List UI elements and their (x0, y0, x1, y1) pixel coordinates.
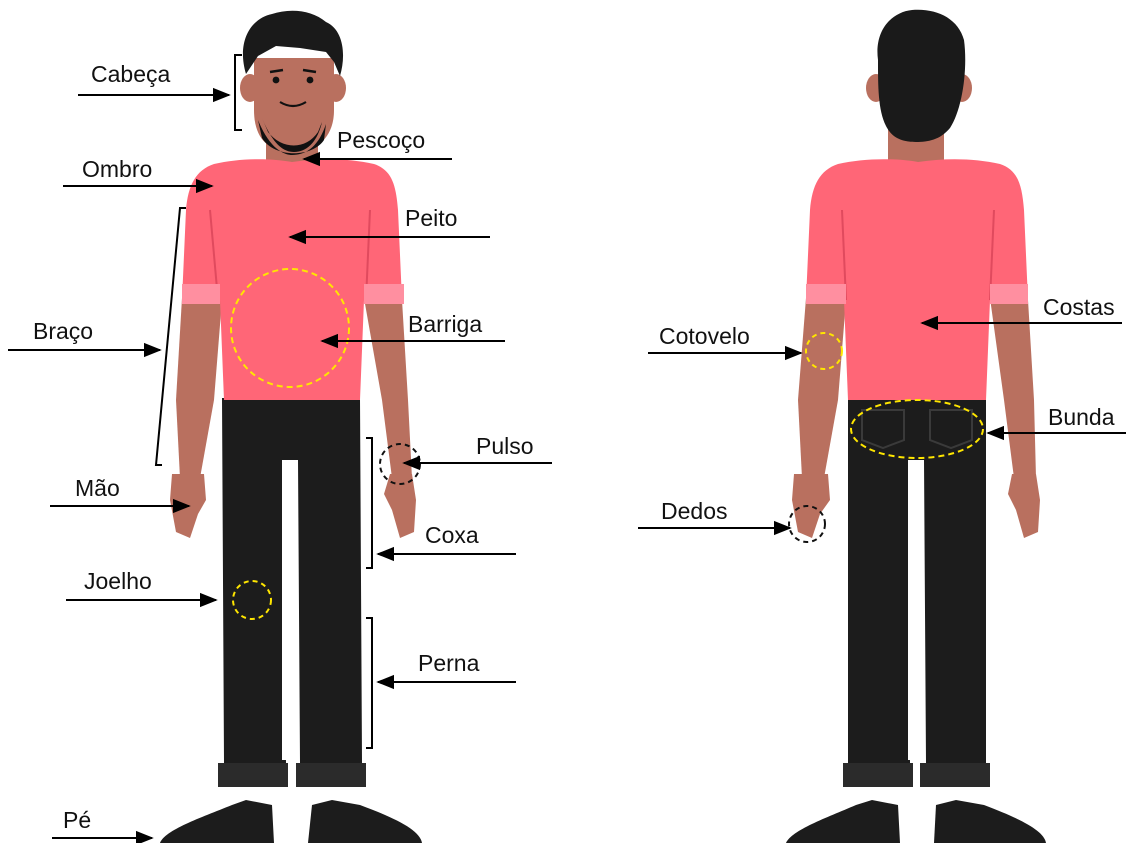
front-right-cuff (296, 763, 366, 787)
label-fingers: Dedos (661, 500, 727, 523)
label-neck: Pescoço (337, 129, 425, 152)
back-left-shoe (786, 800, 900, 843)
back-left-sleeve-cuff (806, 284, 846, 304)
back-right-sleeve-cuff (990, 284, 1028, 304)
front-left-shoe (160, 800, 274, 843)
front-left-cuff (218, 763, 288, 787)
back-left-pocket (862, 410, 904, 448)
front-left-arm (176, 298, 222, 478)
label-thigh: Coxa (425, 524, 479, 547)
back-right-pocket (930, 410, 972, 448)
back-figure (786, 10, 1046, 843)
label-head: Cabeça (91, 63, 170, 86)
back-right-arm (990, 298, 1036, 478)
label-hand: Mão (75, 477, 120, 500)
label-back: Costas (1043, 296, 1115, 319)
label-knee: Joelho (84, 570, 152, 593)
front-right-shoe (308, 800, 422, 843)
label-foot: Pé (63, 809, 91, 832)
label-shoulder: Ombro (82, 158, 152, 181)
label-belly: Barriga (408, 313, 482, 336)
back-right-shoe (934, 800, 1046, 843)
back-right-cuff (920, 763, 990, 787)
leg-bracket (366, 618, 372, 748)
front-right-sleeve-cuff (364, 284, 404, 304)
label-wrist: Pulso (476, 435, 534, 458)
back-hair (877, 10, 965, 142)
label-elbow: Cotovelo (659, 325, 750, 348)
label-chest: Peito (405, 207, 457, 230)
thigh-bracket (366, 438, 372, 568)
back-right-hand (1008, 474, 1040, 538)
label-leg: Perna (418, 652, 479, 675)
back-left-cuff (843, 763, 913, 787)
front-left-sleeve-cuff (182, 284, 220, 304)
label-arm: Braço (33, 320, 93, 343)
back-left-arm (798, 298, 846, 478)
label-buttocks: Bunda (1048, 406, 1115, 429)
